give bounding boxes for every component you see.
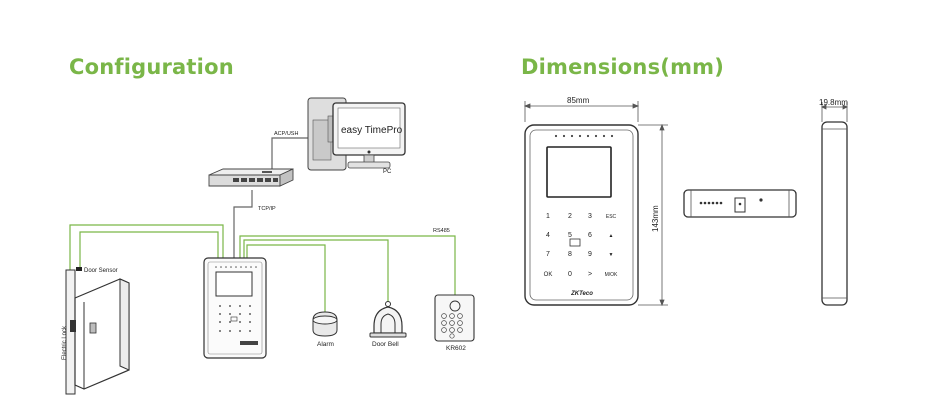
link-reader-rs485 bbox=[239, 235, 456, 298]
depth-dimension bbox=[821, 102, 848, 122]
door bbox=[65, 267, 130, 395]
brand-logo: ZKTeco bbox=[570, 291, 593, 297]
key-3: 3 bbox=[588, 213, 592, 220]
link-electric-lock bbox=[79, 231, 219, 268]
alarm-icon bbox=[312, 311, 338, 337]
key-1: 1 bbox=[546, 213, 550, 220]
kr602-reader-icon bbox=[434, 294, 475, 342]
door-sensor-label: Door Sensor bbox=[84, 268, 118, 274]
link-pc-switch-label: ACP/USH bbox=[274, 131, 298, 137]
configuration-heading: Configuration bbox=[69, 55, 234, 79]
device-front-view: 1 2 3 ESC 4 5 6 ▲ 7 8 9 ▼ OK 0 > M/OK ZK… bbox=[524, 124, 639, 306]
key-8: 8 bbox=[568, 251, 572, 258]
keypad: 1 2 3 ESC 4 5 6 ▲ 7 8 9 ▼ OK 0 > M/OK bbox=[544, 213, 618, 278]
software-label: easy TimePro bbox=[341, 125, 403, 136]
kr602-label: KR602 bbox=[446, 345, 466, 352]
device-small-screen bbox=[215, 271, 253, 297]
link-switch-device bbox=[233, 190, 253, 258]
key-0: 0 bbox=[568, 271, 572, 278]
door-sensor-device bbox=[76, 267, 82, 271]
link-rs485-label: RS485 bbox=[433, 228, 450, 234]
electric-lock-device bbox=[70, 320, 76, 332]
door-bell-label: Door Bell bbox=[372, 341, 399, 348]
key-ok: OK bbox=[544, 272, 553, 278]
access-device-small bbox=[203, 257, 267, 359]
key-right: > bbox=[588, 271, 592, 278]
device-side-view bbox=[821, 121, 848, 306]
width-dimension bbox=[523, 101, 640, 122]
key-5: 5 bbox=[568, 232, 572, 239]
alarm-label: Alarm bbox=[317, 341, 334, 348]
key-mok: M/OK bbox=[605, 272, 618, 278]
height-label: 143mm bbox=[651, 205, 660, 232]
depth-label: 19.8mm bbox=[819, 98, 848, 107]
key-6: 6 bbox=[588, 232, 592, 239]
pc-label: PC bbox=[383, 169, 392, 175]
key-2: 2 bbox=[568, 213, 572, 220]
link-switch-device-label: TCP/IP bbox=[258, 206, 276, 212]
link-door-bell bbox=[243, 239, 389, 306]
key-esc: ESC bbox=[606, 214, 617, 220]
key-down: ▼ bbox=[609, 252, 614, 258]
network-switch bbox=[208, 168, 294, 187]
link-pc-switch bbox=[271, 137, 314, 170]
device-screen bbox=[546, 146, 612, 198]
pc: easy TimePro PC bbox=[307, 97, 406, 175]
key-up: ▲ bbox=[609, 233, 614, 239]
electric-lock-label: Electric Lock bbox=[62, 325, 68, 360]
key-4: 4 bbox=[546, 232, 550, 239]
width-label: 85mm bbox=[567, 96, 590, 105]
height-dimension bbox=[638, 123, 668, 307]
link-alarm bbox=[246, 244, 326, 312]
device-bottom-view bbox=[683, 189, 797, 218]
key-7: 7 bbox=[546, 251, 550, 258]
key-9: 9 bbox=[588, 251, 592, 258]
door-bell-icon bbox=[369, 301, 407, 338]
dimensions-heading: Dimensions(mm) bbox=[521, 55, 725, 79]
